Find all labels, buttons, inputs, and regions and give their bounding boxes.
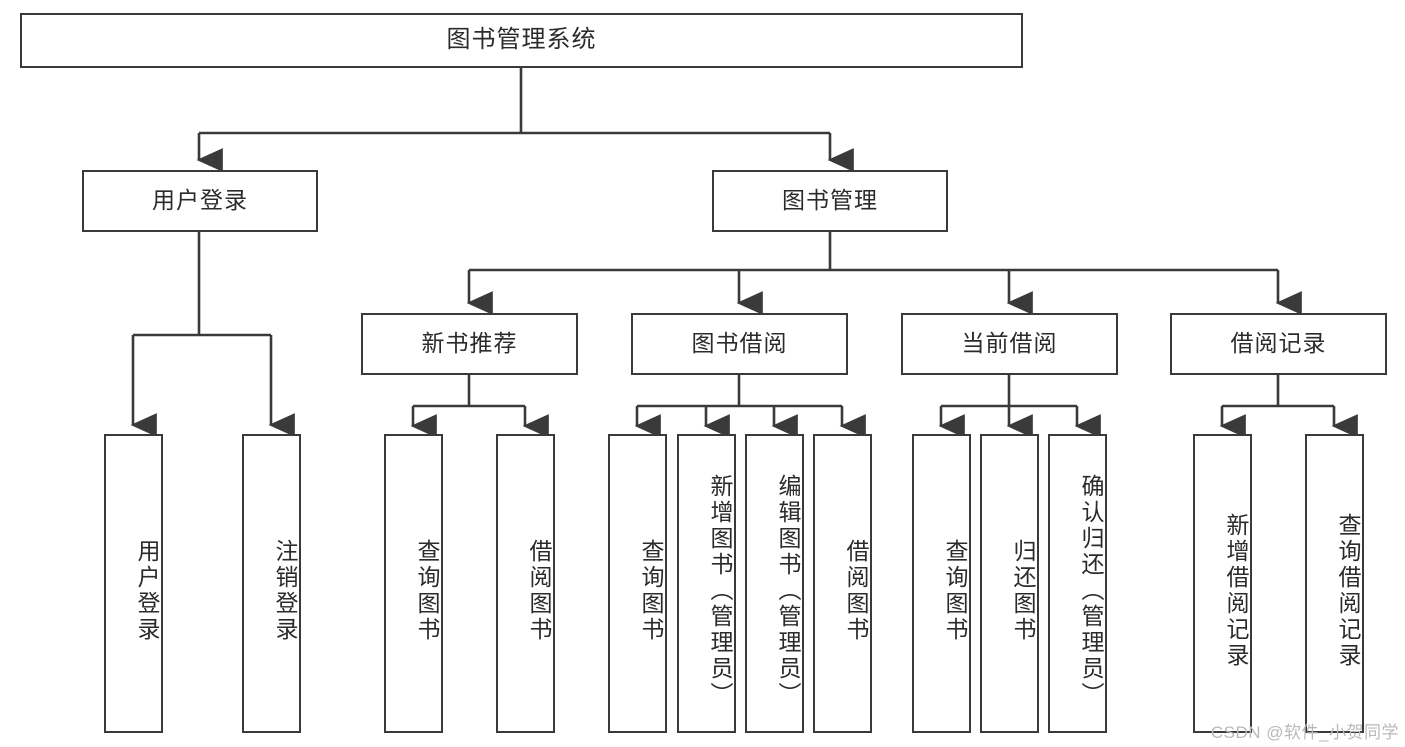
leaf-query-book-1[interactable]: 查询图书	[384, 434, 443, 733]
node-label: 借阅图书	[526, 538, 552, 643]
leaf-user-logout[interactable]: 注销登录	[242, 434, 301, 733]
node-label: 新增图书（管理员）	[707, 473, 733, 708]
node-label: 新增借阅记录	[1223, 512, 1249, 669]
node-book-manage[interactable]: 图书管理	[712, 170, 948, 232]
node-label: 用户登录	[152, 187, 248, 214]
node-user-login[interactable]: 用户登录	[82, 170, 318, 232]
node-label: 借阅图书	[843, 538, 869, 643]
node-root-system[interactable]: 图书管理系统	[20, 13, 1023, 68]
leaf-query-book-3[interactable]: 查询图书	[912, 434, 971, 733]
node-label: 新书推荐	[421, 330, 518, 357]
node-borrow-record[interactable]: 借阅记录	[1170, 313, 1387, 375]
node-label: 用户登录	[134, 538, 160, 643]
node-label: 当前借阅	[961, 330, 1058, 357]
leaf-borrow-book-1[interactable]: 借阅图书	[496, 434, 555, 733]
node-label: 图书借阅	[691, 330, 788, 357]
leaf-add-record[interactable]: 新增借阅记录	[1193, 434, 1252, 733]
node-label: 图书管理	[782, 187, 878, 214]
node-label: 图书管理系统	[446, 26, 597, 54]
node-label: 确认归还（管理员）	[1078, 473, 1104, 708]
leaf-user-login[interactable]: 用户登录	[104, 434, 163, 733]
leaf-query-record[interactable]: 查询借阅记录	[1305, 434, 1364, 733]
leaf-edit-book[interactable]: 编辑图书（管理员）	[745, 434, 804, 733]
node-label: 借阅记录	[1230, 330, 1327, 357]
node-label: 查询图书	[638, 538, 664, 643]
leaf-query-book-2[interactable]: 查询图书	[608, 434, 667, 733]
node-label: 查询借阅记录	[1335, 512, 1361, 669]
node-current-borrow[interactable]: 当前借阅	[901, 313, 1118, 375]
leaf-return-book[interactable]: 归还图书	[980, 434, 1039, 733]
node-label: 查询图书	[414, 538, 440, 643]
leaf-borrow-book-2[interactable]: 借阅图书	[813, 434, 872, 733]
node-book-borrow[interactable]: 图书借阅	[631, 313, 848, 375]
leaf-add-book[interactable]: 新增图书（管理员）	[677, 434, 736, 733]
node-label: 编辑图书（管理员）	[775, 473, 801, 708]
node-label: 归还图书	[1010, 538, 1036, 643]
leaf-confirm-return[interactable]: 确认归还（管理员）	[1048, 434, 1107, 733]
node-label: 注销登录	[272, 538, 298, 643]
csdn-watermark: CSDN @软件_小贺同学	[1210, 723, 1399, 742]
node-label: 查询图书	[942, 538, 968, 643]
node-new-book-recommend[interactable]: 新书推荐	[361, 313, 578, 375]
